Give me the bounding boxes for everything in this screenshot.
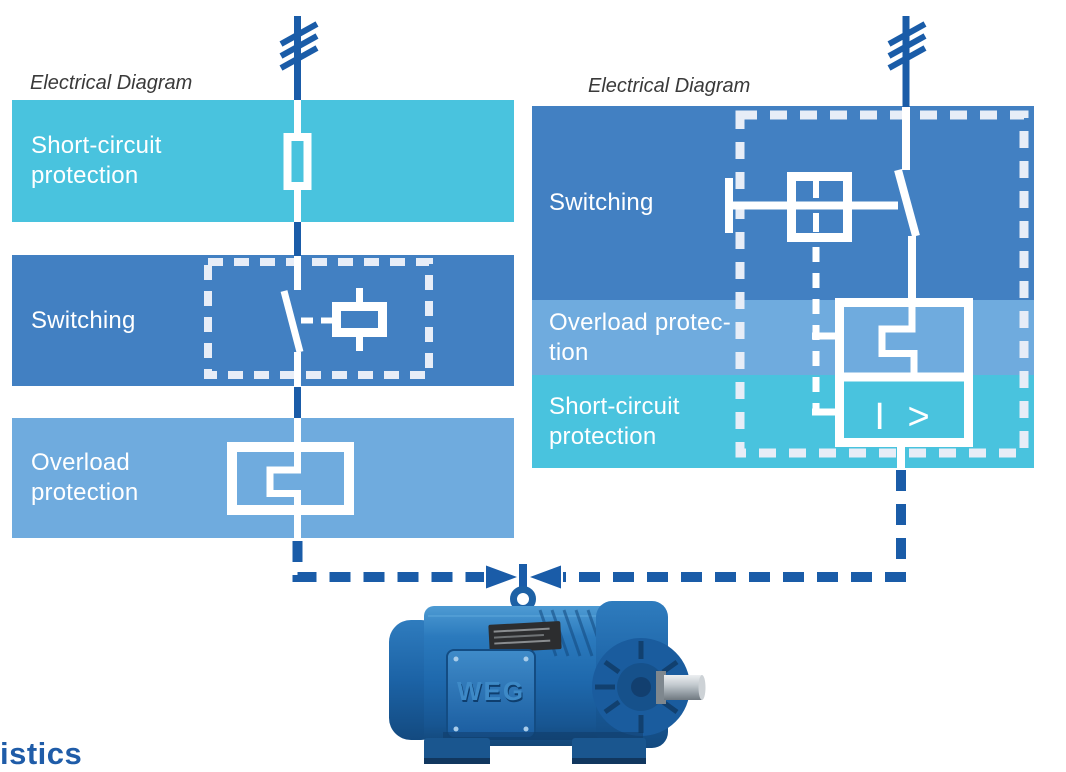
bottom-heading-partial: istics (0, 736, 83, 771)
left-diagram-title: Electrical Diagram (30, 72, 193, 94)
motor-front-ribs (595, 641, 679, 733)
band-left-switching: Switching (12, 255, 514, 386)
connection-arrows-icon (486, 564, 561, 590)
band-right-switching: Switching (532, 106, 1034, 300)
right-motor-connection-dashed (563, 470, 906, 582)
motor-terminal-box: WEG WEG (446, 649, 536, 739)
band-line: Overload protec- (549, 308, 731, 336)
band-right-overload-label: Overload protec- tion (532, 308, 1034, 368)
band-line: Overload (31, 449, 130, 476)
band-right-overload-protection: Overload protec- tion (532, 300, 1034, 375)
left-three-phase-supply-icon (279, 16, 319, 100)
band-line: Switching (31, 306, 136, 334)
motor-image: WEG WEG (389, 586, 706, 764)
left-motor-connection-dashed (292, 541, 484, 582)
band-right-short-circuit-protection: Short-circuit protection (532, 375, 1034, 468)
band-left-short-circuit-label: Short-circuit protection (12, 131, 514, 191)
band-right-short-circuit-label: Short-circuit protection (532, 392, 1034, 452)
band-line: Short-circuit (549, 392, 680, 420)
motor-logo-shadow: WEG (458, 678, 526, 708)
right-three-phase-supply-icon (887, 16, 927, 107)
band-line: Switching (549, 189, 654, 216)
band-line: tion (549, 338, 589, 366)
band-line: Short-circuit (31, 132, 162, 159)
band-left-overload-label: Overload protection (12, 448, 514, 508)
motor-feet (424, 738, 646, 764)
band-left-overload-protection: Overload protection (12, 418, 514, 538)
band-line: protection (549, 422, 657, 450)
band-line: protection (31, 479, 139, 506)
band-left-switching-label: Switching (12, 306, 514, 336)
motor-shaft (656, 671, 706, 704)
motor-lifting-eye-icon (510, 586, 536, 621)
band-right-switching-label: Switching (532, 188, 1034, 218)
band-line: protection (31, 162, 139, 189)
motor-cooling-fins (538, 609, 642, 657)
band-left-short-circuit-protection: Short-circuit protection (12, 100, 514, 222)
motor-logo: WEG (457, 676, 525, 706)
right-diagram-title: Electrical Diagram (588, 75, 751, 97)
motor-nameplate (488, 621, 562, 653)
